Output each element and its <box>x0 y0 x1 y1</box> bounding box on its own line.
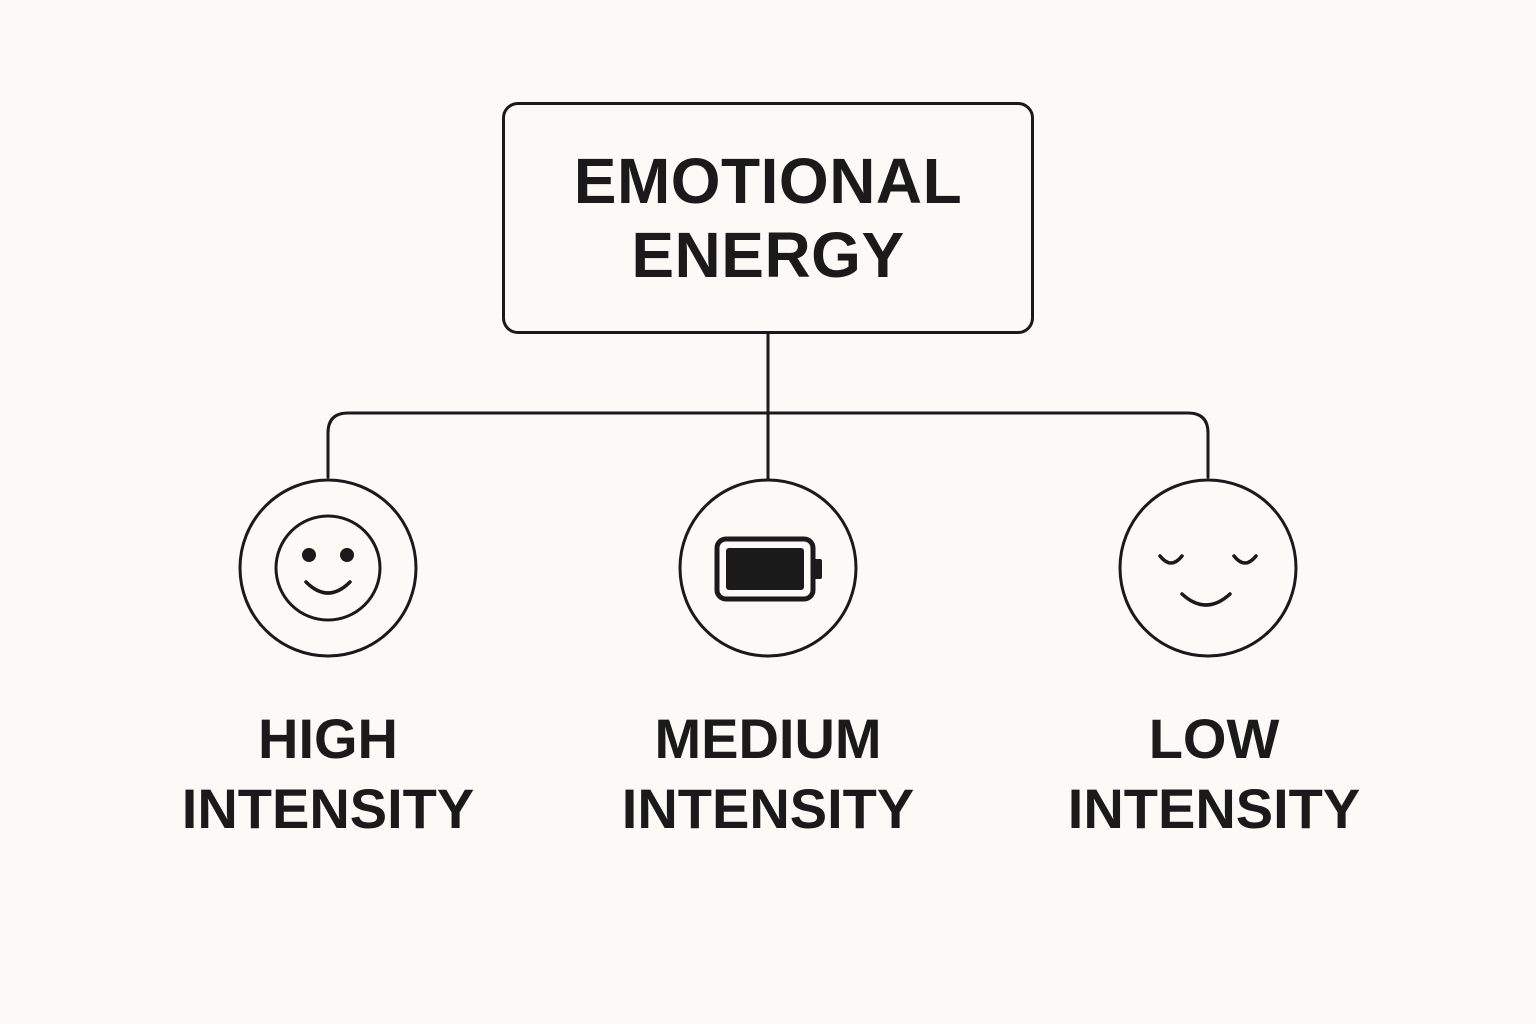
high-label-line2: INTENSITY <box>181 777 475 840</box>
high-intensity-label: HIGH INTENSITY <box>118 704 538 844</box>
low-label-line2: INTENSITY <box>1067 777 1361 840</box>
root-node-box: EMOTIONAL ENERGY <box>502 102 1034 334</box>
battery-icon <box>678 478 858 658</box>
medium-label-line2: INTENSITY <box>621 777 915 840</box>
medium-intensity-label: MEDIUM INTENSITY <box>558 704 978 844</box>
low-intensity-label: LOW INTENSITY <box>1004 704 1424 844</box>
root-title-line1: EMOTIONAL <box>573 145 963 217</box>
low-label-line1: LOW <box>1148 707 1280 770</box>
calm-face-icon <box>1118 478 1298 658</box>
root-title-line2: ENERGY <box>631 219 905 291</box>
smiling-face-icon <box>238 478 418 658</box>
high-label-line1: HIGH <box>258 707 398 770</box>
medium-label-line1: MEDIUM <box>654 707 882 770</box>
